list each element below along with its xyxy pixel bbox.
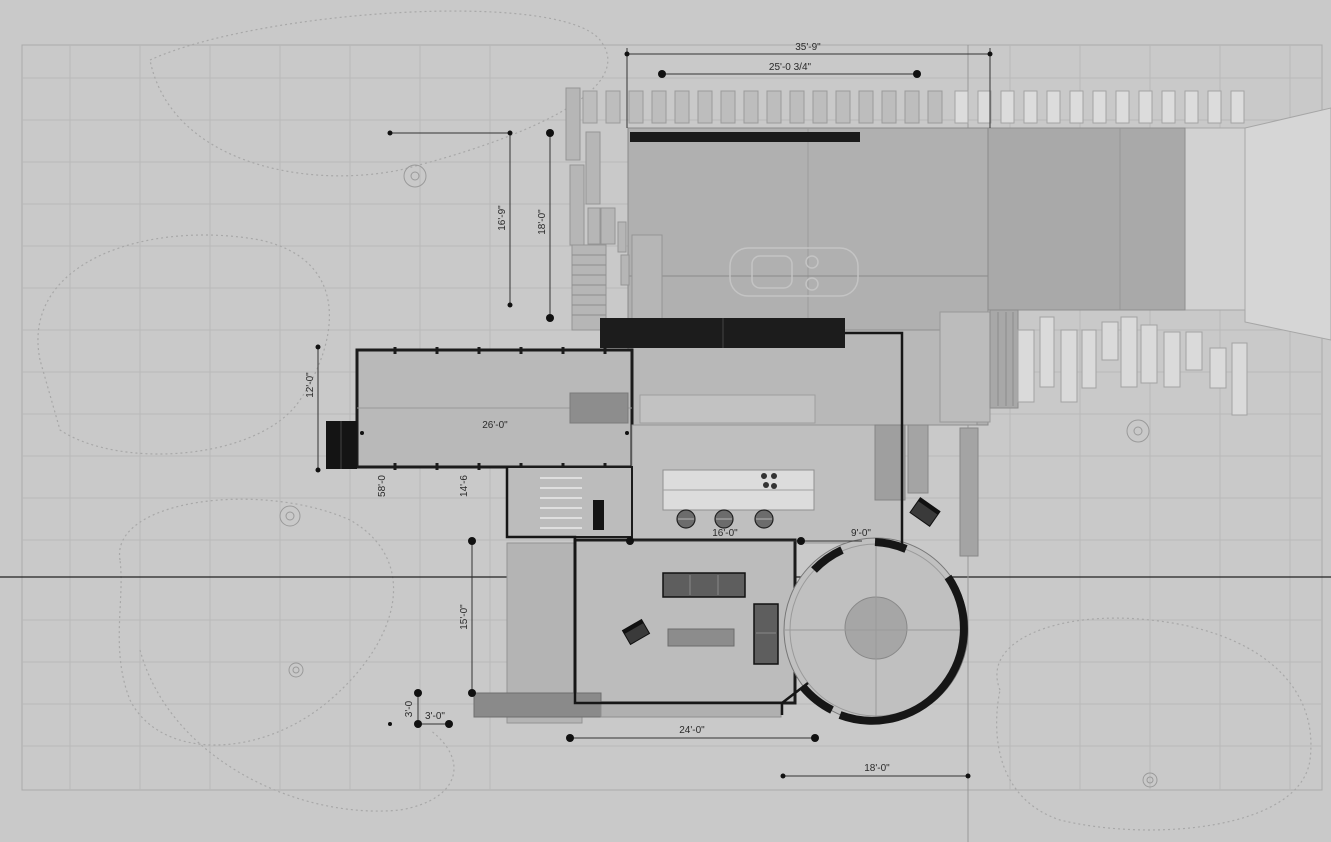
site-markers [279, 164, 1158, 788]
dim-label-16-9: 16'-9" [497, 205, 508, 231]
cooktop-icon [761, 473, 777, 489]
dim-label-9-0: 9'-0" [851, 528, 871, 539]
armchair-west [621, 618, 651, 646]
pantry-counter-2 [907, 424, 929, 494]
dimension-lines [317, 48, 991, 777]
dim-label-15-0: 15'-0" [459, 604, 470, 630]
bar-stools [676, 509, 774, 529]
round-room [783, 537, 969, 725]
dim-label-25-0-3-4: 25'-0 3/4" [769, 62, 812, 73]
side-terrace [939, 311, 991, 423]
stair-treads-left [572, 254, 606, 316]
deck-plank-row-top-light [954, 90, 1245, 124]
side-counter [959, 427, 979, 557]
driveway [1244, 107, 1331, 341]
stair-hall-post [593, 500, 604, 530]
car-outline [729, 247, 859, 297]
deck-plank-row-top [582, 90, 943, 124]
dim-label-24-0: 24'-0" [679, 725, 705, 736]
dim-label-12-0: 12'-0" [305, 372, 316, 398]
terrace-strip [639, 394, 816, 424]
pantry-counter [874, 424, 906, 501]
stair-hall-treads [540, 477, 582, 529]
dim-label-18-0-horizontal: 18'-0" [864, 763, 890, 774]
stair-right [989, 309, 1019, 409]
deck-planks-right [1017, 316, 1248, 416]
sofa-north [662, 572, 746, 598]
dimension-dots [315, 51, 993, 779]
lower-terrace [600, 702, 782, 718]
clerestory-wall-top [630, 132, 860, 142]
dim-label-26-0: 26'-0" [482, 420, 508, 431]
coffee-table [667, 628, 735, 647]
dim-label-3-0-horizontal: 3'-0" [425, 711, 445, 722]
landscape-outlines [37, 10, 1312, 831]
lounge-chair-east [909, 497, 941, 527]
stair-right-treads [997, 312, 1014, 406]
garage-slab [987, 127, 1186, 311]
lower-terrace-dark [473, 692, 602, 718]
dim-label-35-9: 35'-9" [795, 42, 821, 53]
perimeter-walls [505, 331, 904, 715]
dim-label-16-0: 16'-0" [712, 528, 738, 539]
stone-pathway [565, 87, 663, 331]
left-wing-insert [569, 392, 629, 424]
dim-label-18-0-vertical: 18'-0" [537, 209, 548, 235]
dim-label-58-0: 58'-0 [377, 475, 388, 497]
dim-label-3-0-vertical: 3'-0 [404, 700, 415, 717]
driveway-apron [1184, 127, 1246, 311]
dim-label-14-6: 14'-6 [459, 475, 470, 497]
sofa-east [753, 603, 779, 665]
